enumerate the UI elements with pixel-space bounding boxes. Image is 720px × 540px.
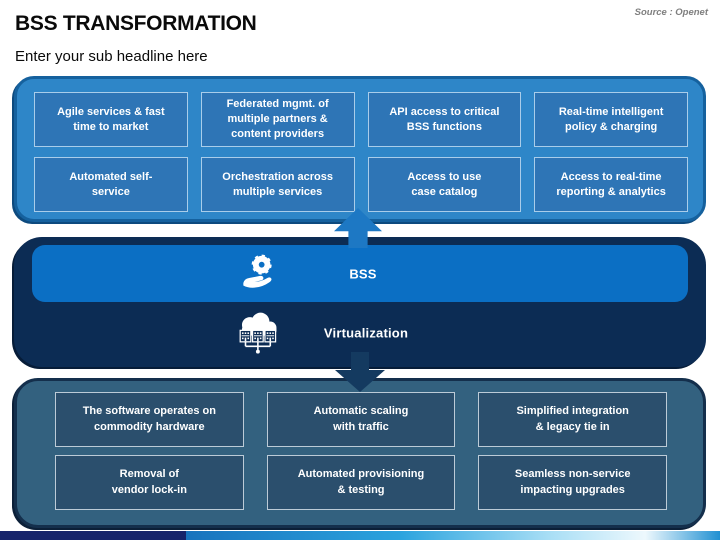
gear-in-hand-icon <box>240 253 280 293</box>
footer-accent-navy <box>0 531 186 540</box>
benefit-box: Real-time intelligent policy & charging <box>534 92 688 147</box>
benefit-box: Seamless non-service impacting upgrades <box>478 455 667 510</box>
cloud-servers-icon <box>234 310 280 356</box>
bss-benefits-panel: Agile services & fast time to market Fed… <box>14 76 706 222</box>
benefit-box: Agile services & fast time to market <box>34 92 188 147</box>
page-title: BSS TRANSFORMATION <box>15 12 257 35</box>
benefit-box: The software operates on commodity hardw… <box>55 392 244 447</box>
stack-band: BSS <box>14 237 706 367</box>
bss-label: BSS <box>349 266 377 281</box>
source-attribution: Source : Openet <box>634 7 708 18</box>
benefit-box: API access to critical BSS functions <box>367 92 522 147</box>
benefit-box: Automated self- service <box>34 157 188 212</box>
benefit-box: Access to real-time reporting & analytic… <box>534 157 688 212</box>
benefit-box: Automated provisioning & testing <box>266 455 456 510</box>
benefit-box: Federated mgmt. of multiple partners & c… <box>200 92 355 147</box>
benefit-box: Automatic scaling with traffic <box>266 392 456 447</box>
benefit-box: Orchestration across multiple services <box>200 157 355 212</box>
benefit-box: Simplified integration & legacy tie in <box>478 392 667 447</box>
benefit-box: Removal of vendor lock-in <box>55 455 244 510</box>
virtualization-label: Virtualization <box>323 325 409 341</box>
bss-layer: BSS <box>32 245 688 302</box>
infrastructure-benefits-panel: The software operates on commodity hardw… <box>14 378 706 528</box>
sub-headline: Enter your sub headline here <box>15 48 208 65</box>
footer-accent-gradient <box>186 531 720 540</box>
benefit-box: Access to use case catalog <box>367 157 522 212</box>
